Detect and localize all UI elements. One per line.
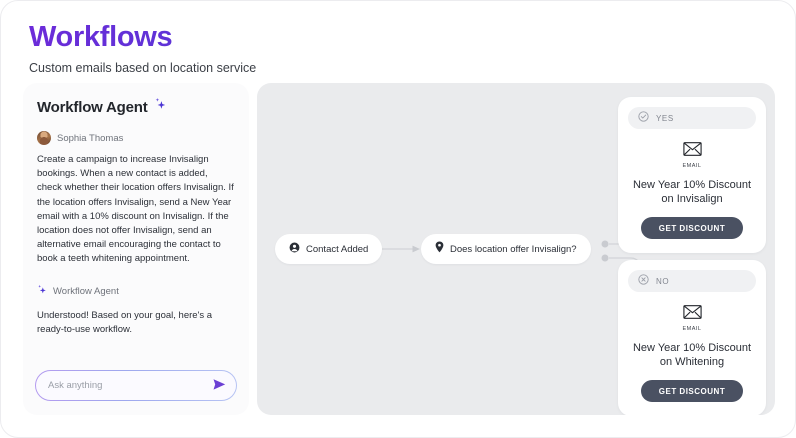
workflow-canvas: Contact Added Does location offer Invisa…: [257, 83, 775, 415]
page-title: Workflows: [29, 19, 549, 55]
sparkle-icon: [37, 283, 48, 301]
x-circle-icon: [638, 272, 649, 290]
branch-label: YES: [656, 113, 674, 123]
ask-input[interactable]: [48, 380, 212, 391]
envelope-icon: [682, 305, 702, 324]
branch-pill-yes: YES: [628, 107, 756, 129]
email-channel-label: EMAIL: [682, 326, 702, 332]
check-circle-icon: [638, 109, 649, 127]
send-button[interactable]: [212, 378, 227, 394]
user-row: Sophia Thomas: [37, 131, 235, 145]
page-header: Workflows Custom emails based on locatio…: [29, 19, 549, 77]
chat-panel: Workflow Agent Sophia Thomas Create a ca…: [23, 83, 249, 415]
agent-message: Understood! Based on your goal, here's a…: [37, 309, 213, 335]
email-channel-block: EMAIL: [628, 305, 756, 332]
agent-row: Workflow Agent: [37, 283, 235, 301]
node-decision[interactable]: Does location offer Invisalign?: [421, 234, 591, 264]
branch-label: NO: [656, 276, 670, 286]
user-circle-icon: [289, 240, 300, 258]
node-contact-added[interactable]: Contact Added: [275, 234, 383, 264]
avatar: [37, 131, 51, 145]
send-icon: [212, 378, 227, 394]
user-message: Create a campaign to increase Invisalign…: [37, 154, 234, 265]
email-headline: New Year 10% Discount on Invisalign: [632, 179, 751, 205]
page-subtitle: Custom emails based on location service: [29, 61, 257, 75]
get-discount-button[interactable]: GET DISCOUNT: [640, 380, 744, 402]
email-headline: New Year 10% Discount on Whitening: [632, 342, 751, 368]
agent-message-label: Workflow Agent: [53, 286, 119, 298]
email-channel-block: EMAIL: [628, 142, 756, 169]
agent-title-row: Workflow Agent: [37, 97, 235, 117]
node-label: Contact Added: [306, 243, 369, 255]
map-pin-icon: [435, 240, 444, 258]
node-label: Does location offer Invisalign?: [450, 243, 577, 255]
workflow-body: Workflow Agent Sophia Thomas Create a ca…: [23, 83, 775, 415]
user-name: Sophia Thomas: [57, 132, 124, 144]
ask-input-inner: [36, 371, 236, 400]
email-card-no[interactable]: NO EMAIL New Year 10% Discount on Whiten…: [618, 260, 766, 415]
envelope-icon: [682, 142, 702, 161]
branch-pill-no: NO: [628, 270, 756, 292]
get-discount-button[interactable]: GET DISCOUNT: [640, 217, 744, 239]
sparkle-icon: [154, 97, 168, 117]
agent-panel-title: Workflow Agent: [37, 98, 148, 116]
email-channel-label: EMAIL: [682, 163, 702, 169]
ask-input-wrapper[interactable]: [35, 370, 237, 401]
email-card-yes[interactable]: YES EMAIL New Year 10% Discount on Invis…: [618, 97, 766, 253]
